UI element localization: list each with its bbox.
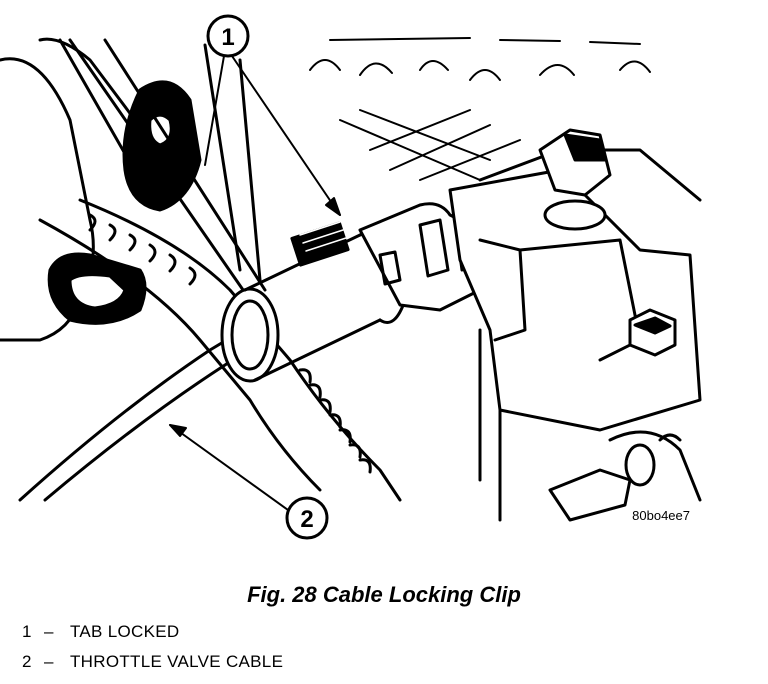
- callout-2-number: 2: [300, 506, 313, 533]
- cable-locking-clip-illustration: 1 2 80bo4ee7: [0, 14, 702, 540]
- throttle-valve-cable: [18, 318, 272, 502]
- legend-item-2-number: 2: [22, 652, 32, 671]
- figure-caption: Fig. 28 Cable Locking Clip: [247, 582, 521, 607]
- mounting-bracket: [448, 148, 702, 522]
- lower-fitting: [548, 430, 702, 522]
- legend-item-2-text: THROTTLE VALVE CABLE: [70, 652, 284, 671]
- callout-1-number: 1: [221, 24, 234, 51]
- legend-item-1-dash: –: [44, 622, 54, 641]
- legend-item-1-number: 1: [22, 622, 32, 641]
- linkage-rods: [68, 38, 267, 302]
- engine-top-hatching: [309, 37, 651, 181]
- figure-id: 80bo4ee7: [632, 508, 690, 523]
- bolt-lower: [628, 308, 677, 357]
- legend-item-1-text: TAB LOCKED: [70, 622, 180, 641]
- legend-item-2-dash: –: [44, 652, 54, 671]
- corrugated-hose: [38, 198, 402, 502]
- legend-item-2: 2–THROTTLE VALVE CABLE: [22, 652, 283, 672]
- locking-clip: [290, 202, 482, 312]
- callout-2: 2: [169, 424, 329, 540]
- bolt-upper: [538, 128, 612, 231]
- legend-item-1: 1–TAB LOCKED: [22, 622, 179, 642]
- callout-1: 1: [204, 14, 341, 216]
